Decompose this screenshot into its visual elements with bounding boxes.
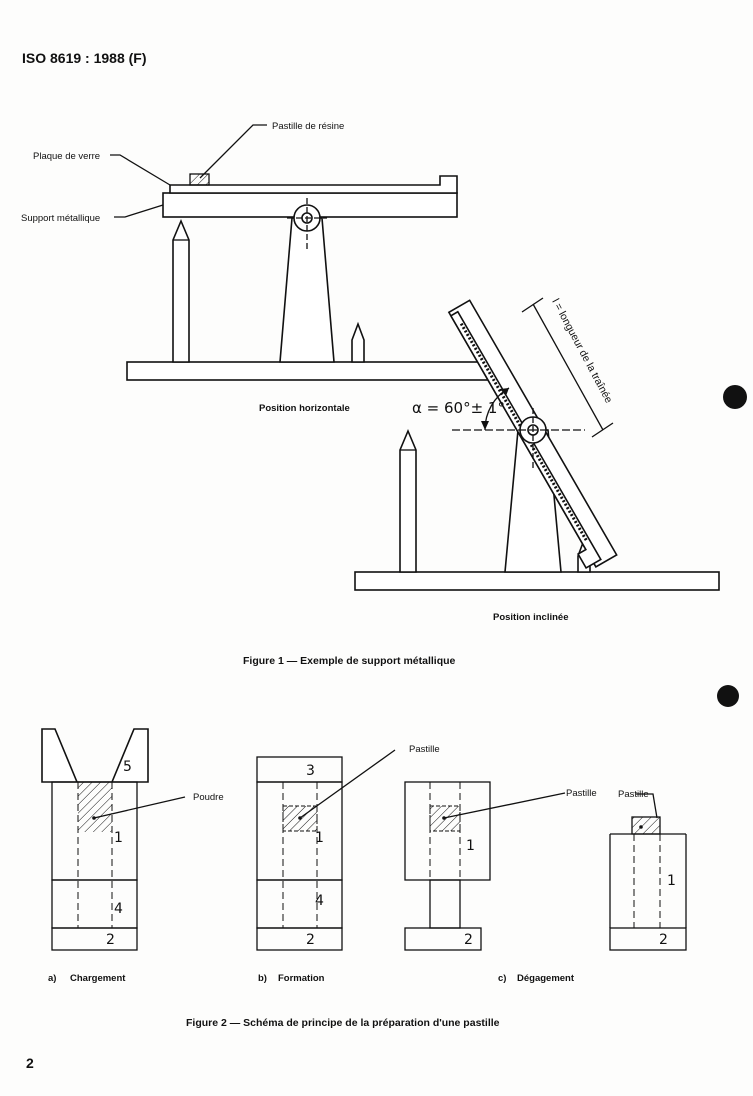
num-a-5: 5 [123, 759, 132, 775]
resin-pellet [189, 173, 210, 186]
base-2 [51, 927, 138, 951]
piston-4 [51, 879, 138, 929]
figure2c-degagement [404, 781, 566, 951]
label-pastille-d: Pastille [618, 789, 649, 800]
standard-reference: ISO 8619 : 1988 (F) [22, 50, 147, 66]
label-support-metallique: Support métallique [21, 213, 100, 224]
figure1-caption: Figure 1 — Exemple de support métallique [243, 655, 456, 667]
left-post-inclined [399, 428, 417, 573]
leader-support [114, 204, 164, 218]
funnel-5 [41, 728, 149, 783]
figure1-inclined-apparatus [354, 297, 720, 591]
label-pastille-c: Pastille [566, 788, 597, 799]
powder [78, 782, 112, 832]
num-b-3: 3 [306, 763, 315, 779]
num-a-2: 2 [106, 932, 115, 948]
num-c-2: 2 [464, 932, 473, 948]
leader-plaque [110, 154, 171, 186]
subcaption-a-letter: a) [48, 973, 56, 984]
subcaption-b-letter: b) [258, 973, 267, 984]
right-small-post [351, 321, 365, 363]
figure2d-ejected-pellet [609, 793, 687, 951]
central-pillar [279, 217, 335, 363]
label-poudre: Poudre [193, 792, 224, 803]
figure2-caption: Figure 2 — Schéma de principe de la prép… [186, 1017, 500, 1029]
num-b-1: 1 [315, 830, 324, 846]
label-pastille-resine: Pastille de résine [272, 121, 344, 132]
base-plate-inclined [354, 571, 720, 591]
label-pastille-b: Pastille [409, 744, 440, 755]
base-2-b [256, 927, 343, 951]
num-d-1: 1 [667, 873, 676, 889]
punch-3 [256, 756, 343, 783]
pellet-ejected [631, 816, 661, 835]
base-2-d [609, 927, 687, 951]
piston-4-b [256, 879, 343, 929]
glass-plate [169, 175, 458, 194]
caption-position-inclinee: Position inclinée [493, 612, 569, 623]
figure2b-formation [256, 749, 396, 951]
subcaption-c-text: Dégagement [517, 973, 575, 984]
num-a-1: 1 [114, 830, 123, 846]
base-plate [126, 361, 494, 381]
base-2-c [404, 927, 482, 951]
punch-hole-lower [717, 685, 739, 707]
num-b-4: 4 [315, 893, 324, 909]
num-b-2: 2 [306, 932, 315, 948]
leader-pastille [199, 124, 267, 179]
figure2a-chargement [41, 728, 186, 951]
punch-hole-upper [723, 385, 747, 409]
piston-c [429, 879, 461, 929]
subcaption-b-text: Formation [278, 973, 325, 984]
num-c-1: 1 [466, 838, 475, 854]
figure1-horizontal-apparatus [110, 124, 494, 381]
left-post [172, 218, 190, 363]
page-number: 2 [26, 1055, 34, 1071]
num-a-4: 4 [114, 901, 123, 917]
caption-position-horizontale: Position horizontale [259, 403, 350, 414]
label-plaque-verre: Plaque de verre [33, 151, 100, 162]
subcaption-c-letter: c) [498, 973, 506, 984]
length-dimension-line [532, 303, 604, 431]
num-d-2: 2 [659, 932, 668, 948]
subcaption-a-text: Chargement [70, 973, 126, 984]
label-angle: α = 60°± 1° [412, 399, 505, 417]
